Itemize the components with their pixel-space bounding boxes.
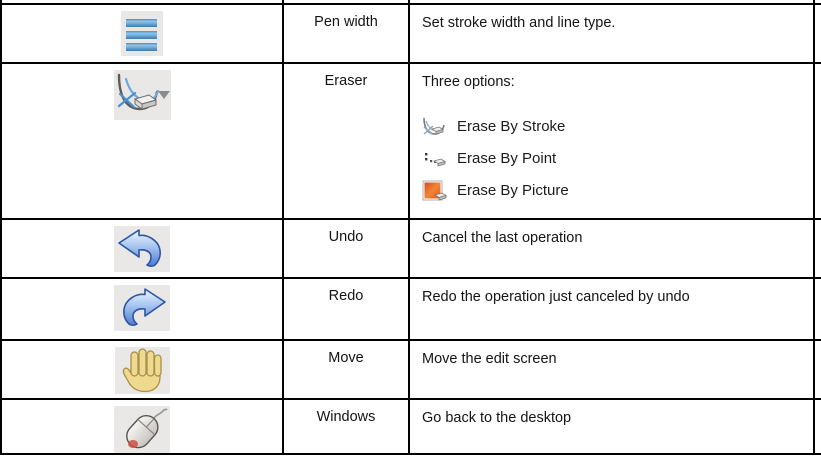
dropdown-arrow-icon [157,91,170,99]
eraser-icon [113,70,171,120]
tool-name: Pen width [284,5,410,62]
table-row-cropped [0,0,821,18]
tool-description: Three options: Erase By Stroke [410,64,815,218]
erase-by-stroke-icon [423,117,445,135]
option-label: Erase By Stroke [457,117,566,135]
tool-description: Move the edit screen [410,341,815,398]
eraser-options-list: Erase By Stroke Erase By Point [422,113,801,204]
tool-description: Set stroke width and line type. [410,5,815,62]
table-row: Pen width Set stroke width and line type… [0,3,821,62]
table-row: Undo Cancel the last operation [0,218,821,277]
icon-cell [0,400,284,453]
icon-cell [0,220,284,277]
redo-icon [114,285,170,331]
tool-description: Redo the operation just canceled by undo [410,279,815,339]
list-item: Erase By Stroke [422,113,801,140]
icon-cell [0,279,284,339]
tool-name: Windows [284,400,410,453]
icon-cell [0,341,284,398]
erase-by-point-icon [425,152,446,167]
table-row: Eraser Three options: Erase By Stroke [0,62,821,218]
tool-name: Redo [284,279,410,339]
move-hand-icon [114,347,170,394]
pen-width-icon [121,11,163,56]
table-row: Windows Go back to the desktop [0,398,821,455]
tool-description: Cancel the last operation [410,220,815,277]
icon-cell [0,64,284,218]
option-label: Erase By Picture [457,181,569,199]
tool-name: Eraser [284,64,410,218]
tool-name: Undo [284,220,410,277]
list-item: Erase By Point [422,145,801,172]
list-item: Erase By Picture [422,177,801,204]
table-row: Redo Redo the operation just canceled by… [0,277,821,339]
tool-description: Go back to the desktop [410,400,815,453]
undo-icon [114,226,170,272]
table-row: Move Move the edit screen [0,339,821,398]
pen-width-bars [126,19,157,51]
erase-by-picture-icon [422,180,447,201]
icon-cell [0,5,284,62]
tool-name: Move [284,341,410,398]
bottom-margin [0,455,821,464]
windows-mouse-icon [114,406,170,453]
option-label: Erase By Point [457,149,557,167]
